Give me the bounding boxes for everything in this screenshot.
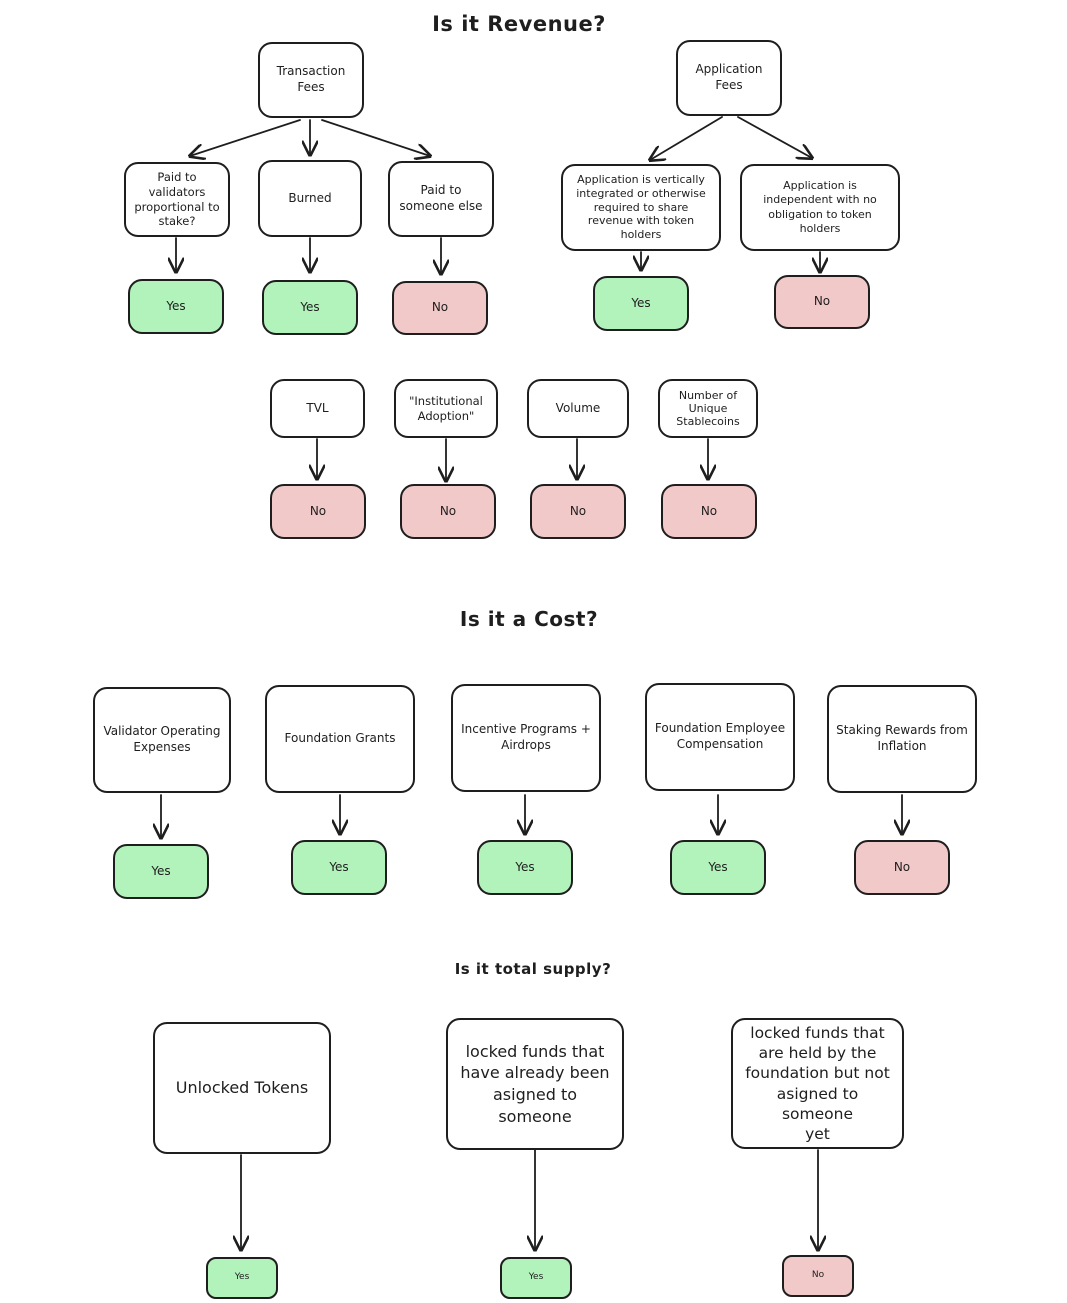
answer-no-someone-else: No bbox=[392, 281, 488, 335]
answer-yes-validators: Yes bbox=[128, 279, 224, 334]
answer-yes-label: Yes bbox=[708, 859, 728, 874]
answer-yes-label: Yes bbox=[631, 295, 651, 310]
arrow-appfees-integrated bbox=[650, 116, 723, 160]
arrow-txfees-validators bbox=[190, 119, 301, 156]
answer-no-tvl: No bbox=[270, 484, 366, 539]
answer-no-independent: No bbox=[774, 275, 870, 329]
application-integrated-node: Application is vertically integrated or … bbox=[561, 164, 721, 251]
unlocked-tokens-node: Unlocked Tokens bbox=[153, 1022, 331, 1154]
answer-no-volume: No bbox=[530, 484, 626, 539]
volume-node: Volume bbox=[527, 379, 629, 438]
answer-no-label: No bbox=[431, 300, 449, 315]
answer-yes-label: Yes bbox=[515, 859, 535, 874]
locked-unassigned-label: locked funds that are held by the founda… bbox=[745, 1024, 890, 1143]
application-independent-label: Application is independent with no oblig… bbox=[763, 178, 877, 235]
answer-yes-validator-expenses: Yes bbox=[113, 844, 209, 899]
paid-to-someone-else-node: Paid to someone else bbox=[388, 161, 494, 237]
answer-yes-label: Yes bbox=[528, 1272, 544, 1283]
locked-unassigned-node: locked funds that are held by the founda… bbox=[731, 1018, 904, 1149]
answer-yes-label: Yes bbox=[300, 299, 320, 314]
answer-no-label: No bbox=[309, 503, 327, 518]
answer-yes-unlocked: Yes bbox=[206, 1257, 278, 1299]
answer-no-stablecoins: No bbox=[661, 484, 757, 539]
volume-label: Volume bbox=[555, 400, 601, 415]
paid-to-validators-label: Paid to validators proportional to stake… bbox=[134, 169, 220, 229]
answer-yes-label: Yes bbox=[234, 1272, 250, 1283]
foundation-employee-comp-label: Foundation Employee Compensation bbox=[654, 721, 786, 751]
staking-rewards-label: Staking Rewards from Inflation bbox=[836, 723, 968, 753]
answer-yes-employee-comp: Yes bbox=[670, 840, 766, 895]
arrow-txfees-someone bbox=[321, 119, 430, 156]
incentive-programs-node: Incentive Programs + Airdrops bbox=[451, 684, 601, 792]
application-integrated-label: Application is vertically integrated or … bbox=[576, 173, 706, 242]
application-fees-node: Application Fees bbox=[676, 40, 782, 116]
answer-no-label: No bbox=[893, 859, 911, 874]
answer-no-label: No bbox=[700, 503, 718, 518]
validator-operating-expenses-label: Validator Operating Expenses bbox=[103, 724, 221, 754]
answer-yes-grants: Yes bbox=[291, 840, 387, 895]
foundation-employee-comp-node: Foundation Employee Compensation bbox=[645, 683, 795, 791]
answer-no-label: No bbox=[439, 503, 457, 518]
answer-yes-label: Yes bbox=[151, 863, 171, 878]
revenue-title: Is it Revenue? bbox=[432, 12, 606, 36]
answer-yes-locked-assigned: Yes bbox=[500, 1257, 572, 1299]
institutional-adoption-label: "Institutional Adoption" bbox=[409, 393, 483, 423]
locked-assigned-label: locked funds that have already been asig… bbox=[460, 1041, 610, 1126]
incentive-programs-label: Incentive Programs + Airdrops bbox=[461, 722, 591, 752]
validator-operating-expenses-node: Validator Operating Expenses bbox=[93, 687, 231, 793]
answer-yes-label: Yes bbox=[166, 298, 186, 313]
staking-rewards-node: Staking Rewards from Inflation bbox=[827, 685, 977, 793]
arrow-appfees-independent bbox=[737, 116, 812, 158]
stablecoins-node: Number of Unique Stablecoins bbox=[658, 379, 758, 438]
institutional-adoption-node: "Institutional Adoption" bbox=[394, 379, 498, 438]
answer-yes-integrated: Yes bbox=[593, 276, 689, 331]
transaction-fees-label: Transaction Fees bbox=[276, 64, 346, 94]
answer-yes-burned: Yes bbox=[262, 280, 358, 335]
application-independent-node: Application is independent with no oblig… bbox=[740, 164, 900, 251]
application-fees-label: Application Fees bbox=[695, 62, 763, 92]
answer-yes-label: Yes bbox=[329, 859, 349, 874]
burned-node: Burned bbox=[258, 160, 362, 237]
answer-no-label: No bbox=[569, 503, 587, 518]
paid-to-validators-node: Paid to validators proportional to stake… bbox=[124, 162, 230, 237]
paid-to-someone-else-label: Paid to someone else bbox=[399, 183, 483, 213]
transaction-fees-node: Transaction Fees bbox=[258, 42, 364, 118]
answer-yes-incentive: Yes bbox=[477, 840, 573, 895]
unlocked-tokens-label: Unlocked Tokens bbox=[175, 1078, 309, 1098]
foundation-grants-label: Foundation Grants bbox=[284, 731, 396, 746]
foundation-grants-node: Foundation Grants bbox=[265, 685, 415, 793]
answer-no-label: No bbox=[811, 1270, 825, 1281]
stablecoins-label: Number of Unique Stablecoins bbox=[676, 388, 740, 429]
supply-title: Is it total supply? bbox=[454, 960, 612, 978]
answer-no-locked-unassigned: No bbox=[782, 1255, 854, 1297]
answer-no-staking-rewards: No bbox=[854, 840, 950, 895]
tvl-label: TVL bbox=[306, 400, 329, 415]
cost-title: Is it a Cost? bbox=[459, 607, 599, 631]
answer-no-institutional: No bbox=[400, 484, 496, 539]
answer-no-label: No bbox=[813, 294, 831, 309]
burned-label: Burned bbox=[288, 190, 332, 205]
tvl-node: TVL bbox=[270, 379, 365, 438]
locked-assigned-node: locked funds that have already been asig… bbox=[446, 1018, 624, 1150]
